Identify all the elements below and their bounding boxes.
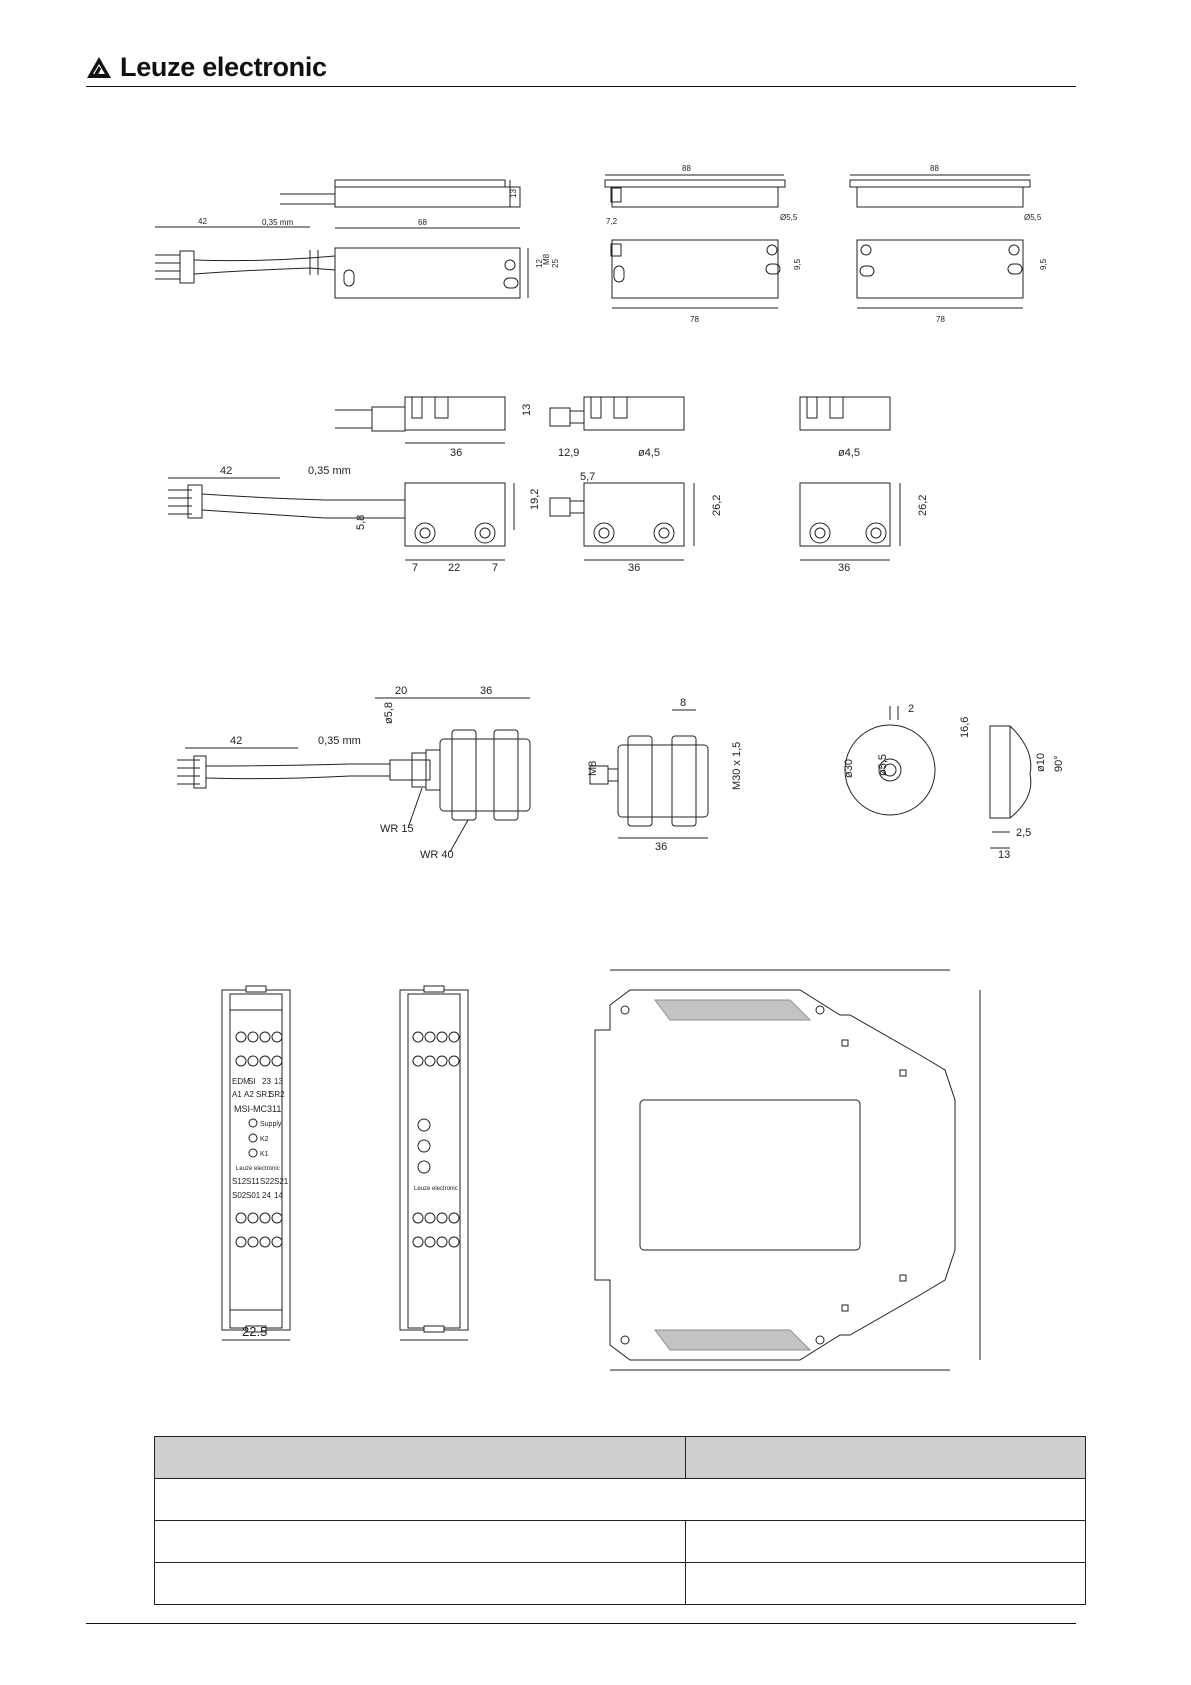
brand-logo: Leuze electronic [86, 52, 327, 83]
dim-w36a: 36 [450, 447, 462, 459]
table-cell [685, 1520, 1086, 1563]
terminal-14: 14 [274, 1191, 283, 1200]
dim-d72: 7,2 [606, 217, 618, 226]
dim-wr15: WR 15 [380, 823, 414, 835]
dim-w7a: 7 [412, 562, 418, 574]
table-header-cell [154, 1436, 686, 1479]
dim-wire: 0,35 mm [262, 218, 293, 227]
terminal-s22: S22 [260, 1177, 275, 1186]
dim-len88a: 88 [682, 164, 691, 173]
dim-h95b: 9,5 [1039, 258, 1048, 270]
drawing-rectangular-sensors: 13 42 0,35 mm 68 12 25 88 M8 7,2 Ø5,5 9,… [155, 164, 1048, 324]
terminal-13: 13 [274, 1077, 283, 1086]
led-supply-label: Supply [260, 1121, 282, 1128]
dim-h58: 5,8 [355, 515, 367, 530]
panel-brand: Leuze electronic [236, 1166, 280, 1172]
dim-m8: M8 [542, 253, 551, 265]
table-header-row [154, 1436, 1086, 1479]
dim-cable-length: 42 [230, 735, 242, 747]
dim-h13: 13 [509, 189, 518, 198]
terminal-s02: S02 [232, 1191, 247, 1200]
dim-len68: 68 [418, 218, 427, 227]
dim-h262b: 26,2 [917, 495, 929, 516]
terminal-a2: A2 [244, 1090, 254, 1099]
dim-w20: 20 [395, 685, 407, 697]
table-row [154, 1478, 1086, 1521]
terminal-edm: EDM [232, 1077, 250, 1086]
dim-hole55a: Ø5,5 [780, 213, 798, 222]
drawing-safety-relay: EDM SI 23 13 A1 A2 SR1 SR2 MSI-MC311 Sup… [221, 969, 981, 1371]
dim-len88b: 88 [930, 164, 939, 173]
dim-h25: 25 [551, 259, 560, 268]
dim-m30: M30 x 1,5 [731, 742, 743, 790]
table-header-cell [685, 1436, 1086, 1479]
dim-wire: 0,35 mm [318, 735, 361, 747]
dim-w36c: 36 [838, 562, 850, 574]
footer-rule [86, 1623, 1076, 1624]
drawing-compact-sensors: 13 36 12,9 ø4,5 ø4,5 42 0,35 mm 19,2 5,8… [168, 396, 929, 574]
dim-cable-length: 42 [220, 465, 232, 477]
dim-d10: ø10 [1035, 753, 1047, 772]
table-cell [154, 1478, 1086, 1521]
table-cell [154, 1520, 686, 1563]
terminal-23: 23 [262, 1077, 271, 1086]
dim-hole45b: ø4,5 [838, 447, 860, 459]
dim-d55: ø5,5 [877, 754, 889, 776]
dim-w22: 22 [448, 562, 460, 574]
dim-deg90: 90° [1053, 755, 1065, 772]
panel-brand-2: Leuze electronic [414, 1186, 458, 1192]
dim-d166: 16,6 [959, 717, 971, 738]
table-row [154, 1520, 1086, 1563]
terminal-si: SI [248, 1077, 256, 1086]
page-header: Leuze electronic [86, 52, 1076, 87]
dim-hole55b: Ø5,5 [1024, 213, 1042, 222]
dim-d58: ø5,8 [383, 702, 395, 724]
dim-m8: M8 [587, 761, 599, 776]
table-cell [154, 1562, 686, 1605]
dim-len78a: 78 [690, 315, 699, 324]
dim-h192: 19,2 [529, 489, 541, 510]
led-k1-label: K1 [260, 1151, 269, 1158]
brand-name: Leuze electronic [120, 52, 327, 82]
leuze-logo-icon [87, 56, 111, 78]
terminal-s11: S11 [246, 1177, 260, 1186]
terminal-s12: S12 [232, 1177, 247, 1186]
terminal-a1: A1 [232, 1090, 242, 1099]
terminal-24: 24 [262, 1191, 271, 1200]
dim-d129: 12,9 [558, 447, 579, 459]
dim-hole45a: ø4,5 [638, 447, 660, 459]
dim-len78b: 78 [936, 315, 945, 324]
drawing-cylindrical-sensors: 42 0,35 mm ø5,8 20 36 WR 15 WR 40 M8 8 M… [177, 685, 1065, 861]
spec-table [154, 1436, 1086, 1605]
led-k2-label: K2 [260, 1136, 269, 1143]
dim-d30: ø30 [843, 759, 855, 778]
dim-h12: 12 [535, 259, 544, 268]
dim-h13a: 13 [521, 404, 533, 416]
dim-d57: 5,7 [580, 471, 595, 483]
dim-w7b: 7 [492, 562, 498, 574]
terminal-sr2: SR2 [269, 1090, 285, 1099]
terminal-s01: S01 [246, 1191, 261, 1200]
table-cell [685, 1562, 1086, 1605]
dim-w36a: 36 [480, 685, 492, 697]
dim-w36b: 36 [655, 841, 667, 853]
dim-h95a: 9,5 [793, 258, 802, 270]
terminal-s21: S21 [274, 1177, 289, 1186]
dim-d2: 2 [908, 703, 914, 715]
dim-d25: 2,5 [1016, 827, 1031, 839]
device-name: MSI-MC311 [234, 1104, 281, 1114]
dim-w8: 8 [680, 697, 686, 709]
dim-cable-length: 42 [198, 217, 207, 226]
dim-width: 22.5 [242, 1324, 267, 1339]
dim-h262a: 26,2 [711, 495, 723, 516]
table-row [154, 1562, 1086, 1605]
dim-wr40: WR 40 [420, 849, 454, 861]
dim-d13: 13 [998, 849, 1010, 861]
dim-wire: 0,35 mm [308, 465, 351, 477]
terminal-sr1: SR1 [256, 1090, 272, 1099]
dim-w36b: 36 [628, 562, 640, 574]
